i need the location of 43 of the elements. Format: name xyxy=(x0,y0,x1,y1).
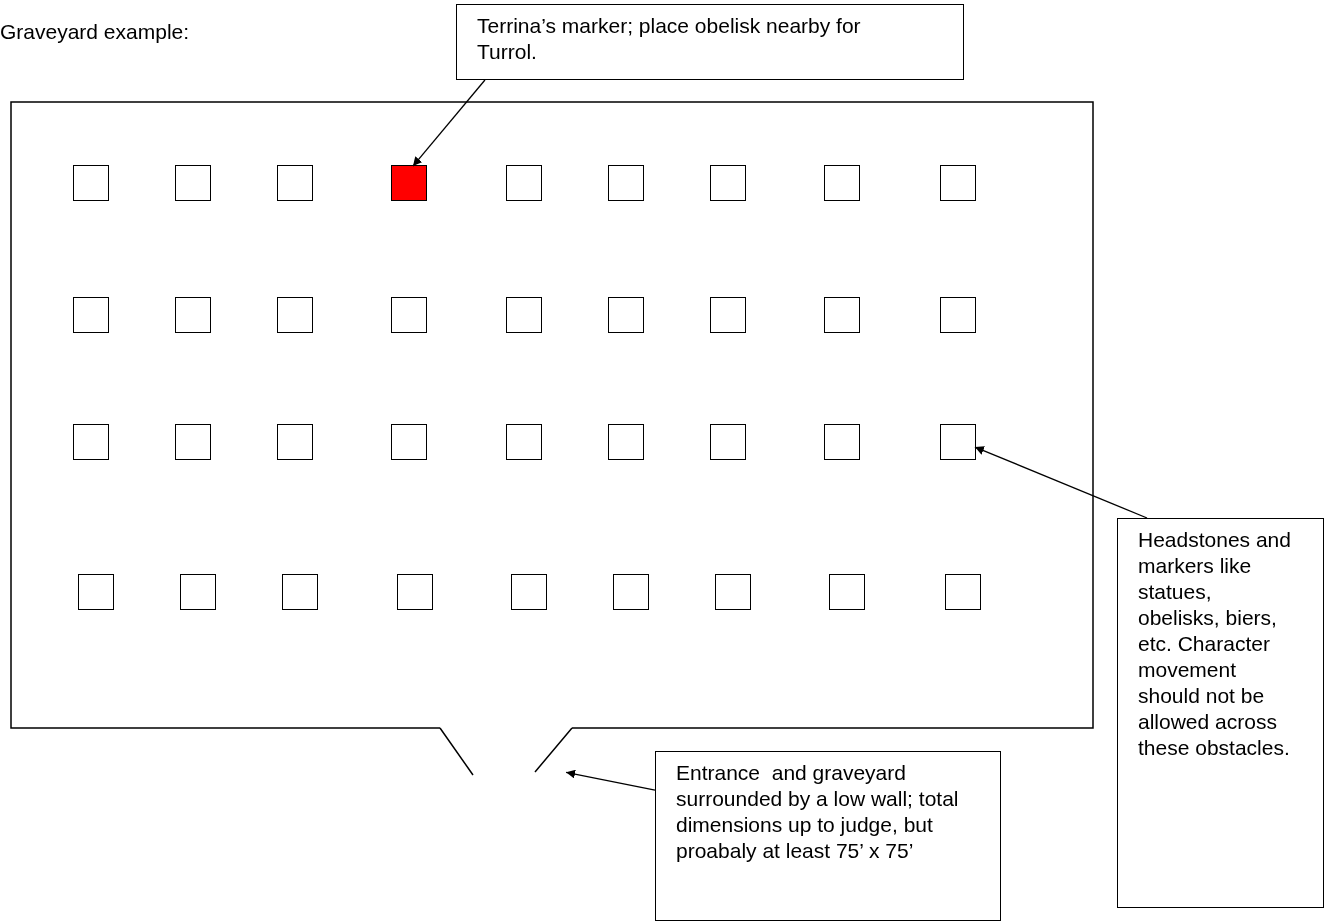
headstone-marker xyxy=(710,297,746,333)
headstone-marker xyxy=(824,297,860,333)
headstone-marker xyxy=(945,574,981,610)
headstone-marker xyxy=(175,297,211,333)
headstone-marker xyxy=(829,574,865,610)
headstone-marker xyxy=(608,297,644,333)
headstone-marker xyxy=(613,574,649,610)
headstone-marker xyxy=(715,574,751,610)
headstone-marker xyxy=(506,424,542,460)
leader-line xyxy=(565,769,656,791)
highlighted-marker xyxy=(391,165,427,201)
headstone-marker xyxy=(940,165,976,201)
headstone-marker xyxy=(391,297,427,333)
headstone-marker xyxy=(608,165,644,201)
headstone-marker xyxy=(824,165,860,201)
headstone-marker xyxy=(397,574,433,610)
headstone-marker xyxy=(940,424,976,460)
headstone-marker xyxy=(180,574,216,610)
leader-line xyxy=(974,446,1148,519)
headstone-marker xyxy=(73,297,109,333)
headstone-marker xyxy=(506,297,542,333)
headstone-marker xyxy=(78,574,114,610)
title: Graveyard example: xyxy=(0,20,190,44)
callout-box: Headstones and markers like statues, obelisks, biers, etc. Character movement should not be allowed across these obstacles. xyxy=(1117,518,1324,908)
headstone-marker xyxy=(710,165,746,201)
headstone-marker xyxy=(608,424,644,460)
headstone-marker xyxy=(73,165,109,201)
headstone-marker xyxy=(277,165,313,201)
headstone-marker xyxy=(710,424,746,460)
headstone-marker xyxy=(940,297,976,333)
headstone-marker xyxy=(277,297,313,333)
headstone-marker xyxy=(175,165,211,201)
headstone-marker xyxy=(824,424,860,460)
headstone-marker xyxy=(277,424,313,460)
headstone-marker xyxy=(511,574,547,610)
headstone-marker xyxy=(175,424,211,460)
leader-line xyxy=(412,79,486,167)
headstone-marker xyxy=(391,424,427,460)
headstone-marker xyxy=(506,165,542,201)
callout-box: Entrance and graveyard surrounded by a low wall; total dimensions up to judge, but proabaly at least 75’ x 75’ xyxy=(655,751,1001,921)
headstone-marker xyxy=(73,424,109,460)
headstone-marker xyxy=(282,574,318,610)
callout-box: Terrina’s marker; place obelisk nearby for Turrol. xyxy=(456,4,964,80)
